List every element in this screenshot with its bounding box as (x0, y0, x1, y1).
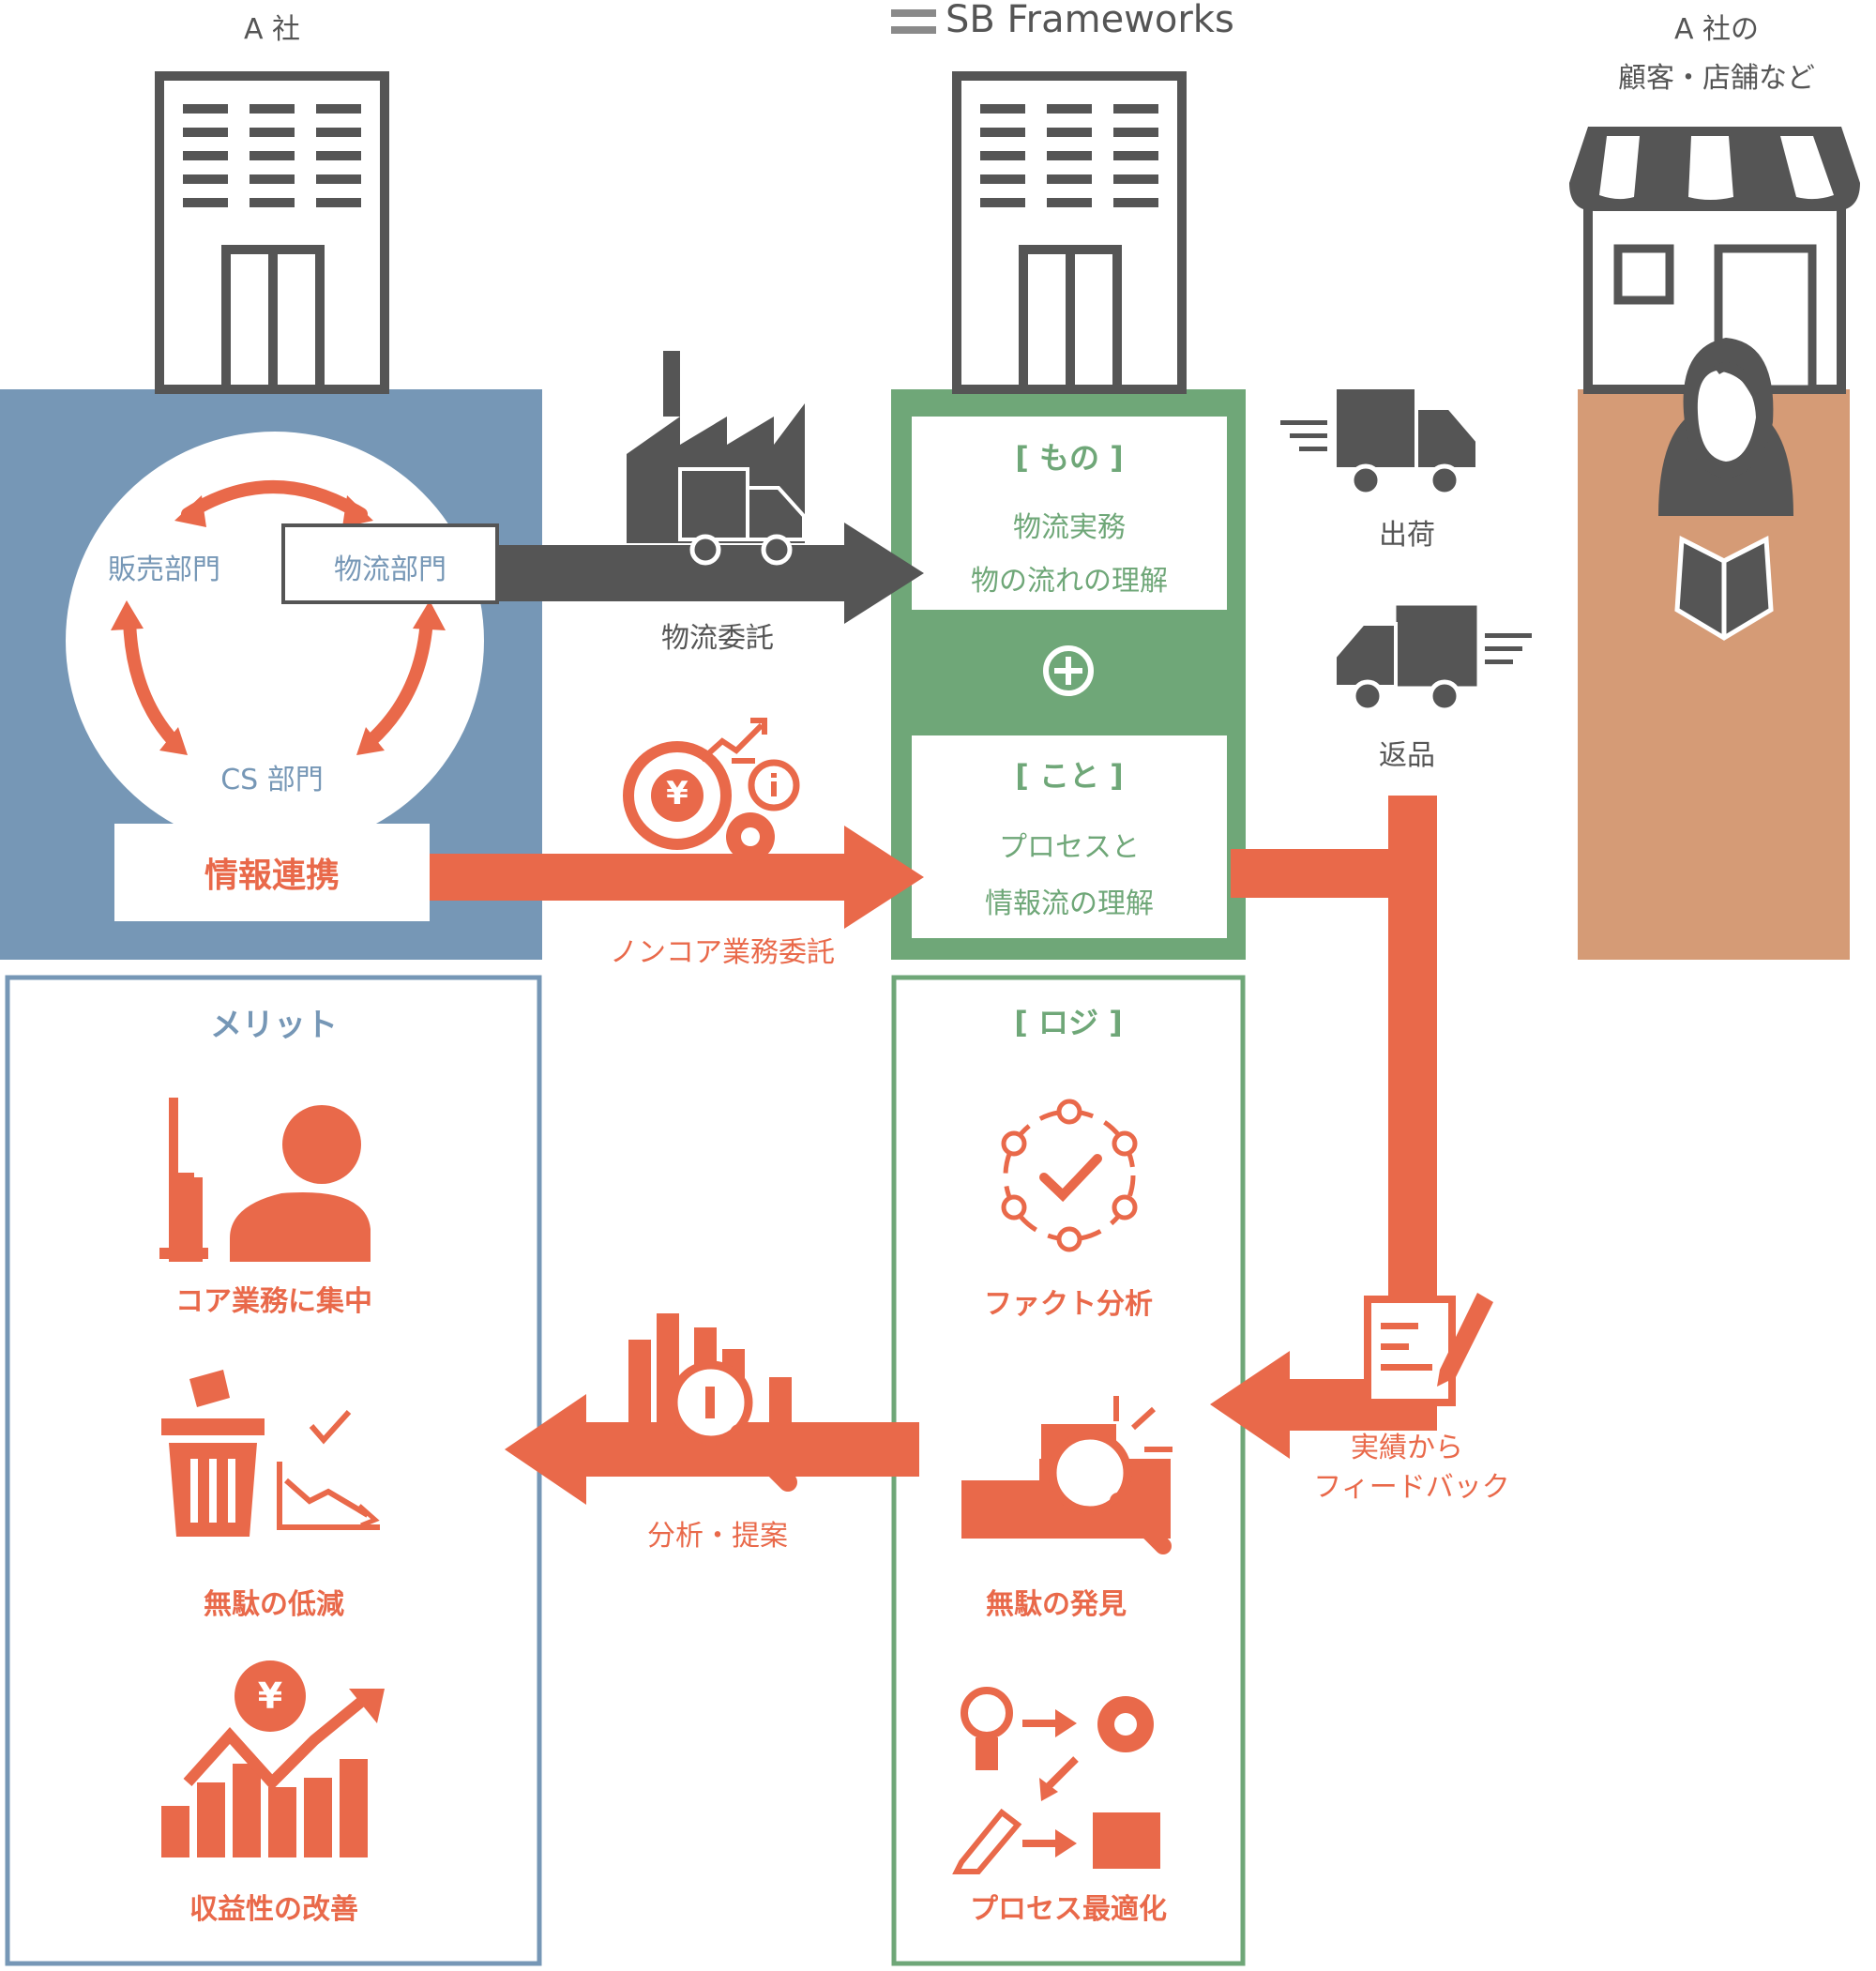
a-company-label: A 社 (243, 13, 301, 46)
finance-gear-icon (623, 718, 800, 861)
department-cycle-arrows (123, 480, 433, 748)
merit-item-profit-improvement: 収益性の改善 (189, 1893, 358, 1926)
report-pencil-icon (1364, 1293, 1493, 1406)
mono-line2: 物の流れの理解 (971, 565, 1168, 598)
sbf-logo-icon (891, 9, 936, 34)
logi-item-waste-discovery: 無駄の発見 (986, 1588, 1127, 1621)
merit-item-core-focus: コア業務に集中 (175, 1285, 372, 1318)
truck-icon (678, 467, 806, 566)
feedback-label-line2: フィードバック (1313, 1471, 1510, 1504)
logistics-outsourcing-label: 物流委託 (661, 622, 774, 655)
logistics-dept-box (281, 523, 499, 604)
core-focus-icon (159, 1098, 371, 1262)
package-box-icon (1674, 536, 1774, 641)
koto-box (912, 735, 1227, 938)
shipping-label: 出荷 (1379, 519, 1435, 552)
fact-analysis-icon (1001, 1099, 1138, 1252)
mono-box (912, 417, 1227, 610)
koto-title: [ こと ] (1015, 758, 1124, 794)
sbf-logo-text: SB Frameworks (946, 0, 1234, 41)
yen-icon: ¥ (666, 775, 688, 812)
sales-dept-label: 販売部門 (108, 553, 220, 586)
info-link-box (114, 824, 430, 921)
profit-improvement-icon (161, 1660, 385, 1857)
logi-item-fact-analysis: ファクト分析 (984, 1288, 1153, 1321)
logi-title: [ ロジ ] (1014, 1005, 1123, 1040)
analysis-chart-icon (628, 1313, 797, 1492)
noncore-outsourcing-label: ノンコア業務委託 (610, 936, 835, 969)
customer-label-line2: 顧客・店舗など (1618, 62, 1815, 95)
mono-line1: 物流実務 (1013, 511, 1126, 544)
customer-person-icon (1658, 338, 1793, 516)
analysis-proposal-arrow (505, 1394, 919, 1505)
noncore-outsourcing-arrow (430, 826, 924, 929)
logistics-outsourcing-arrow (495, 523, 924, 624)
waste-reduction-icon (161, 1370, 380, 1537)
koto-line1: プロセスと (999, 831, 1140, 864)
koto-line2: 情報流の理解 (985, 887, 1154, 920)
feedback-path (1231, 796, 1437, 1314)
sbf-building-icon (952, 71, 1187, 394)
yen-coin-icon: ¥ (257, 1675, 283, 1717)
info-link-label: 情報連携 (204, 857, 340, 895)
process-optimization-icon (952, 1687, 1160, 1874)
logistics-dept-label: 物流部門 (334, 553, 446, 586)
customer-label-line1: A 社の (1673, 13, 1760, 46)
cs-dept-label: CS 部門 (220, 764, 324, 796)
shipping-truck-icon (1280, 386, 1479, 497)
feedback-label-line1: 実績から (1351, 1432, 1463, 1464)
returns-label: 返品 (1379, 739, 1435, 772)
logi-item-process-optimization: プロセス最適化 (970, 1893, 1167, 1926)
return-truck-icon (1333, 604, 1532, 713)
waste-discovery-icon (961, 1396, 1172, 1554)
feedback-arrow (1210, 1351, 1437, 1459)
analysis-proposal-label: 分析・提案 (647, 1520, 788, 1553)
mono-title: [ もの ] (1015, 440, 1124, 476)
merit-item-waste-reduction: 無駄の低減 (204, 1588, 344, 1621)
a-company-building-icon (155, 71, 389, 394)
merit-title: メリット (210, 1007, 338, 1044)
plus-circle-icon (1043, 645, 1094, 696)
